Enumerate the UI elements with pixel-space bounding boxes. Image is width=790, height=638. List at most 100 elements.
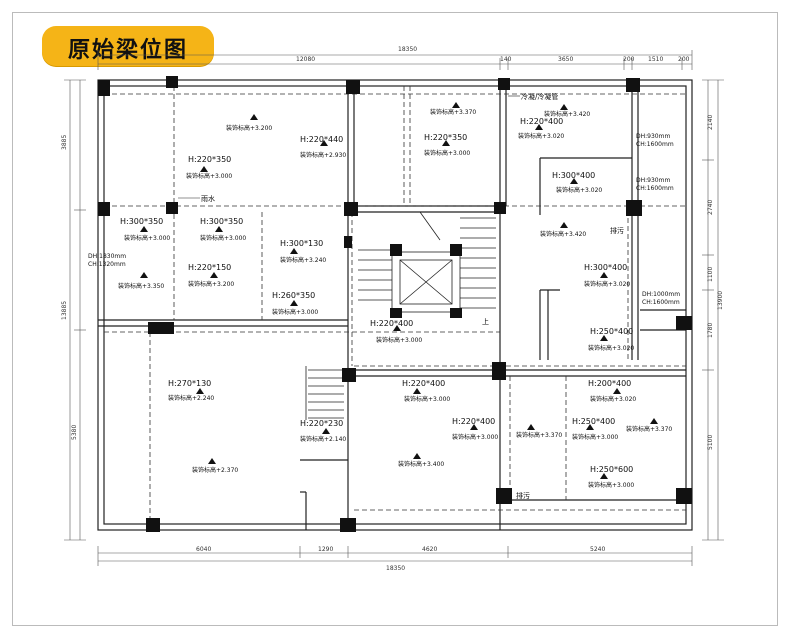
column — [498, 78, 510, 90]
beam-elevation: 装饰标高+3.240 — [280, 256, 326, 264]
beam-elevation: 装饰标高+3.000 — [572, 433, 618, 441]
dim-left-1: 3885 — [61, 135, 68, 150]
note-ch-3: CH:1320mm — [88, 261, 126, 268]
dim-top-2: 140 — [500, 56, 512, 63]
beam-labels: H:220*350 装饰标高+3.000 H:220*440 装饰标高+2.93… — [120, 117, 636, 489]
beam-elevation: 装饰标高+3.000 — [424, 149, 470, 157]
dim-bottom-2: 1290 — [318, 546, 333, 553]
column — [344, 236, 352, 248]
note-condensate: 冷凝/冷凝管 — [521, 92, 558, 101]
elevation-label: 装饰标高+3.200 — [226, 124, 272, 132]
dimension-top — [97, 50, 693, 70]
beam-elevation: 装饰标高+3.000 — [272, 308, 318, 316]
elevation-label: 装饰标高+3.370 — [430, 108, 476, 116]
columns — [98, 76, 692, 532]
beam-label: H:260*350 — [272, 291, 315, 300]
column — [344, 202, 358, 216]
elevation-label: 装饰标高+3.400 — [398, 460, 444, 468]
dim-top-5: 1510 — [648, 56, 663, 63]
elevation-label: 装饰标高+3.370 — [516, 431, 562, 439]
note-dh-4: DH:1000mm — [642, 291, 680, 298]
note-dh-1: DH:930mm — [636, 133, 670, 140]
dim-left-3: 5380 — [71, 425, 78, 440]
dim-right-3: 1100 — [707, 267, 714, 282]
elevation-label: 装饰标高+3.370 — [626, 425, 672, 433]
drawing-frame — [12, 12, 778, 626]
column — [626, 200, 642, 216]
beam-elevation: 装饰标高+2.240 — [168, 394, 214, 402]
dim-top-total: 18350 — [398, 46, 417, 53]
elevation-label: 装饰标高+3.350 — [118, 282, 164, 290]
beam-label: H:300*350 — [200, 217, 243, 226]
dim-top-3: 3650 — [558, 56, 573, 63]
beam-elevation: 装饰标高+3.020 — [556, 186, 602, 194]
column — [98, 202, 110, 216]
beam-elevation: 装饰标高+3.000 — [404, 395, 450, 403]
column — [166, 202, 178, 214]
column — [496, 488, 512, 504]
beam-elevation: 装饰标高+3.020 — [518, 132, 564, 140]
dim-right-4: 13900 — [717, 291, 724, 310]
dim-right-5: 1780 — [707, 323, 714, 338]
note-ch-2: CH:1600mm — [636, 185, 674, 192]
elevation-label: 装饰标高+3.420 — [544, 110, 590, 118]
dim-right-6: 5100 — [707, 435, 714, 450]
dim-top-4: 200 — [623, 56, 635, 63]
beam-label: H:220*350 — [188, 155, 231, 164]
beam-label: H:250*600 — [590, 465, 633, 474]
column — [342, 368, 356, 382]
dim-bottom-1: 6040 — [196, 546, 211, 553]
column — [166, 76, 178, 88]
dim-bottom-3: 4620 — [422, 546, 437, 553]
note-drain-2: 排污 — [516, 491, 530, 500]
beam-elevation: 装饰标高+3.000 — [376, 336, 422, 344]
beam-label: H:250*400 — [590, 327, 633, 336]
note-ch-1: CH:1600mm — [636, 141, 674, 148]
beam-label: H:220*400 — [520, 117, 563, 126]
beam-label: H:300*400 — [584, 263, 627, 272]
dim-bottom-4: 5240 — [590, 546, 605, 553]
beam-elevation: 装饰标高+3.000 — [186, 172, 232, 180]
beam-elevation: 装饰标高+3.000 — [200, 234, 246, 242]
dim-top-1: 12080 — [296, 56, 315, 63]
column — [390, 244, 402, 256]
beam-label: H:200*400 — [588, 379, 631, 388]
notes: 冷凝/冷凝管 雨水 排污 排污 DH:930mm CH:1600mm DH:93… — [88, 92, 680, 500]
beam-elevation: 装饰标高+3.000 — [452, 433, 498, 441]
column — [494, 202, 506, 214]
column — [676, 488, 692, 504]
walls — [97, 79, 693, 531]
column — [340, 518, 356, 532]
beam-elevation: 装饰标高+2.930 — [300, 151, 346, 159]
column — [676, 316, 692, 330]
note-dh-2: DH:930mm — [636, 177, 670, 184]
beam-label: H:220*400 — [402, 379, 445, 388]
note-up: 上 — [482, 317, 489, 326]
elevation-label: 装饰标高+3.420 — [540, 230, 586, 238]
column — [492, 362, 506, 380]
dim-left-2: 13885 — [61, 301, 68, 320]
beam-label: H:300*400 — [552, 171, 595, 180]
column — [450, 244, 462, 256]
column — [98, 80, 110, 96]
note-rain: 雨水 — [201, 194, 215, 203]
beam-label: H:220*440 — [300, 135, 343, 144]
beam-label: H:270*130 — [168, 379, 211, 388]
beam-elevation: 装饰标高+3.000 — [588, 481, 634, 489]
beam-label: H:250*400 — [572, 417, 615, 426]
title-badge: 原始梁位图 — [42, 26, 214, 66]
beam-label: H:300*130 — [280, 239, 323, 248]
column — [390, 308, 402, 318]
column — [148, 322, 174, 334]
beam-elevation: 装饰标高+3.000 — [124, 234, 170, 242]
dimension-left — [64, 79, 86, 541]
beam-lines — [104, 86, 686, 520]
elevation-label: 装饰标高+2.370 — [192, 466, 238, 474]
note-ch-4: CH:1600mm — [642, 299, 680, 306]
drawing-title: 原始梁位图 — [67, 38, 188, 63]
dimension-bottom — [97, 546, 693, 566]
dim-top-6: 200 — [678, 56, 690, 63]
elevation-labels: 装饰标高+3.200 装饰标高+3.370 装饰标高+3.420 装饰标高+3.… — [118, 108, 672, 474]
column — [450, 308, 462, 318]
